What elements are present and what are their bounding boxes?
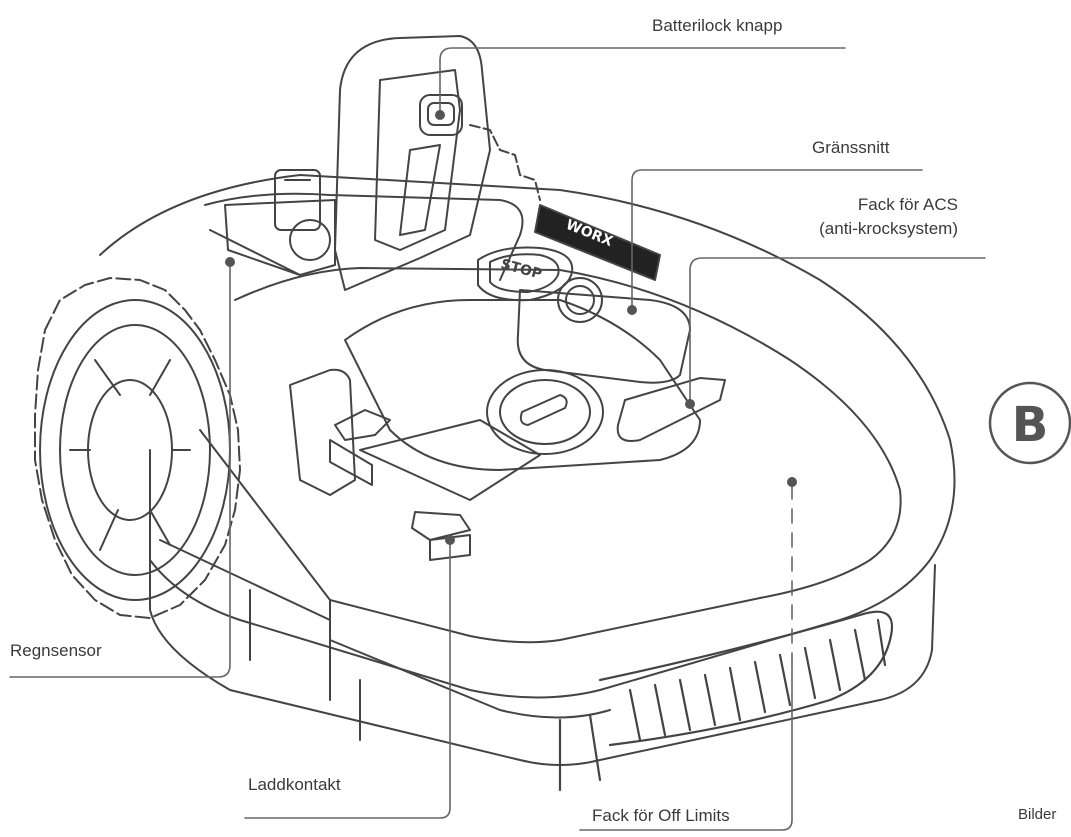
label-charging-contact: Laddkontakt [248, 775, 341, 794]
label-interface: Gränssnitt [812, 138, 890, 157]
acs-slot [616, 377, 726, 442]
corner-text: Bilder [1018, 806, 1057, 823]
callout-dots [225, 110, 797, 545]
label-off-limits-slot: Fack för Off Limits [592, 806, 730, 825]
label-rain-sensor: Regnsensor [10, 641, 102, 660]
interface-panel [516, 277, 691, 384]
label-acs-line2: (anti-krocksystem) [819, 219, 958, 238]
mower-body [99, 174, 956, 766]
rear-bumper [558, 610, 894, 792]
rear-wheel [469, 124, 541, 201]
charging-contacts [289, 368, 541, 561]
drive-wheel [34, 277, 241, 619]
figure-badge: B [988, 381, 1071, 465]
battery-compartment [224, 169, 336, 276]
label-acs-line1: Fack för ACS [857, 195, 958, 214]
brand-plate: WORX [534, 204, 661, 281]
height-knob [486, 369, 604, 455]
leader-lines [9, 47, 986, 831]
battery-lid [334, 35, 491, 291]
stop-button-text: STOP [499, 256, 544, 282]
label-battery-lock-button: Batterilock knapp [652, 16, 783, 35]
figure-badge-letter: B [1012, 397, 1049, 453]
